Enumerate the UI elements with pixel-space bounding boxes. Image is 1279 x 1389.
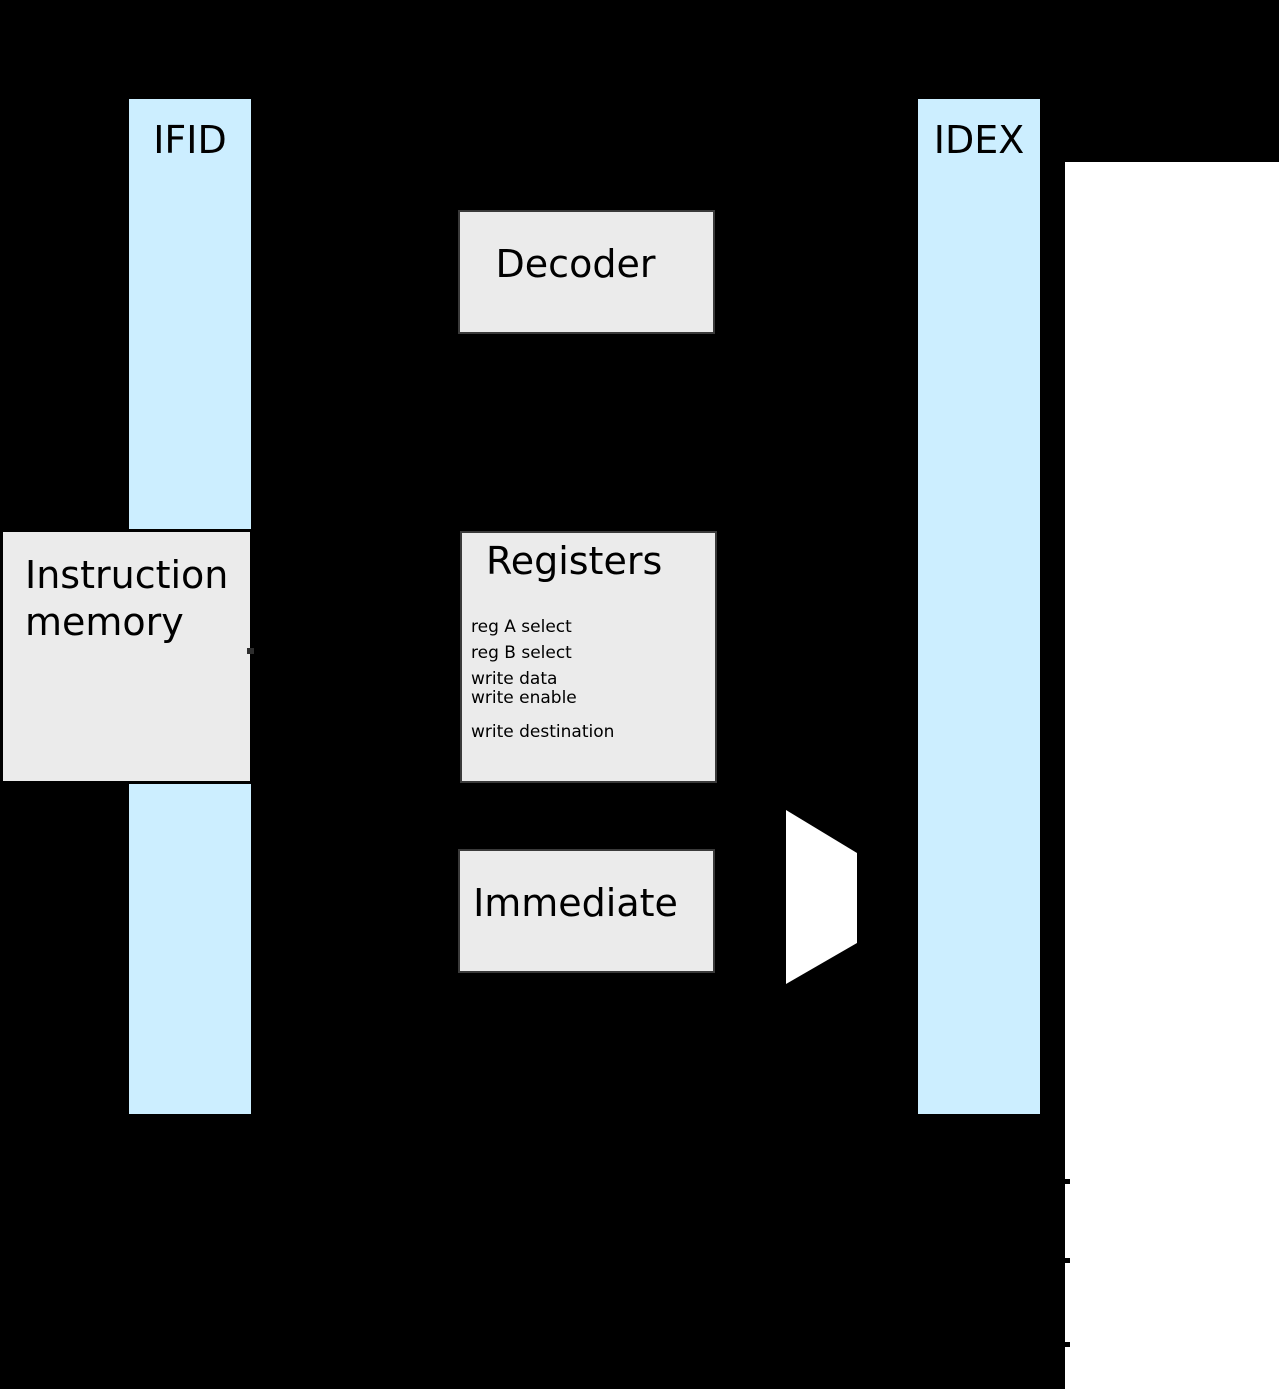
decoder-block: Decoder [458, 210, 715, 334]
registers-port-reg-a-select: reg A select [471, 617, 572, 637]
wire-stub-3 [1058, 1342, 1070, 1347]
immediate-label: Immediate [473, 881, 678, 925]
mux-trapezoid [786, 810, 857, 984]
immediate-block: Immediate [458, 849, 715, 973]
ifid-label: IFID [153, 118, 227, 162]
registers-port-write-destination: write destination [471, 722, 615, 742]
instruction-memory-block: Instruction memory [0, 529, 253, 784]
mux-shape [786, 810, 857, 984]
idex-label: IDEX [933, 118, 1025, 162]
registers-port-write-data: write data [471, 669, 558, 689]
background-panel [1065, 162, 1279, 1389]
instruction-memory-label: Instruction memory [25, 553, 229, 644]
instruction-memory-output-stub [247, 648, 254, 654]
registers-title: Registers [486, 539, 663, 583]
registers-port-write-enable: write enable [471, 688, 577, 708]
registers-block: Registers reg A select reg B select writ… [460, 531, 717, 783]
wire-stub-2 [1058, 1258, 1070, 1263]
wire-stub-1 [1058, 1179, 1070, 1184]
decoder-label: Decoder [495, 242, 656, 286]
pipeline-register-idex: IDEX [916, 97, 1042, 1116]
registers-port-reg-b-select: reg B select [471, 643, 572, 663]
